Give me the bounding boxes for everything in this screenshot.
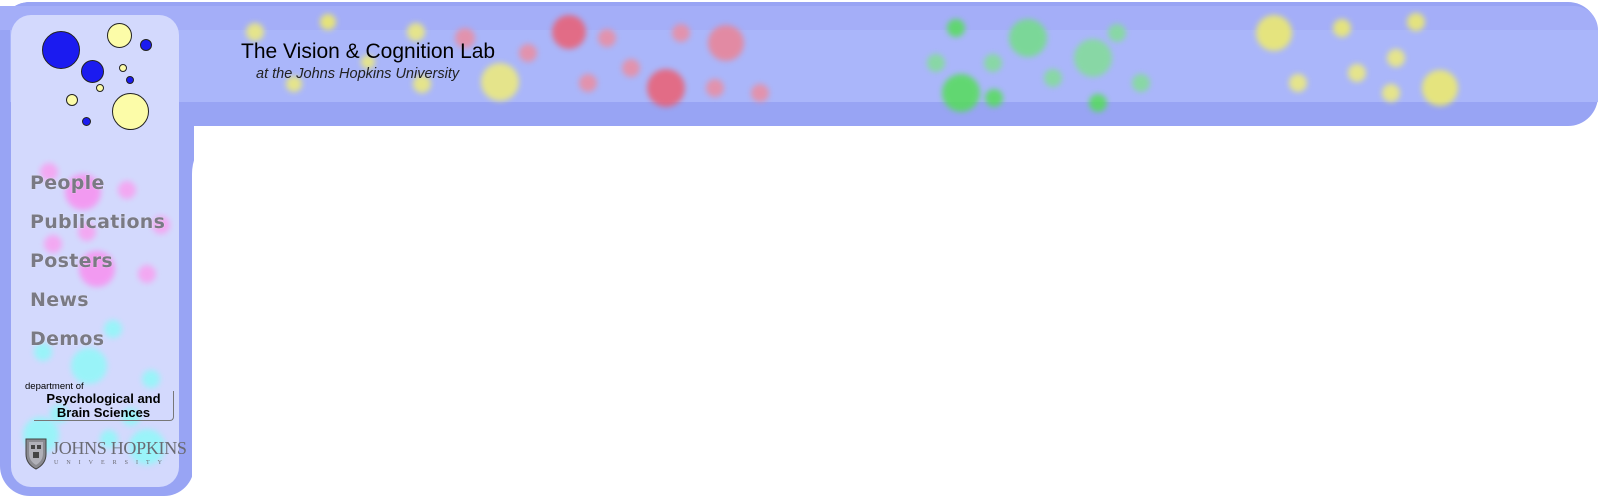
decor-bubble <box>413 75 431 93</box>
decor-bubble <box>672 24 690 42</box>
decor-bubble <box>40 163 58 181</box>
lab-title: The Vision & Cognition Lab <box>241 40 496 63</box>
header-band <box>10 30 1598 102</box>
decor-bubble <box>246 23 264 41</box>
decor-bubble <box>647 69 685 107</box>
decor-bubble <box>361 55 375 69</box>
decor-bubble <box>1256 15 1292 51</box>
decor-bubble <box>1387 49 1405 67</box>
decor-bubble <box>118 181 136 199</box>
department-name-line1: Psychological and <box>46 391 161 406</box>
decor-bubble <box>1348 64 1366 82</box>
decor-bubble <box>407 23 425 41</box>
decor-bubble <box>552 15 586 49</box>
nav-item-publications[interactable]: Publications <box>30 211 166 233</box>
bubbles-logo-icon[interactable] <box>38 22 158 132</box>
decor-bubble <box>751 84 769 102</box>
decor-bubble <box>1108 24 1126 42</box>
jhu-shield-icon <box>25 438 47 470</box>
decor-bubble <box>927 54 945 72</box>
decor-bubble <box>71 348 107 384</box>
decor-bubble <box>1382 84 1400 102</box>
decor-bubble <box>706 79 724 97</box>
decor-bubble <box>622 59 640 77</box>
decor-bubble <box>984 54 1002 72</box>
decor-bubble <box>142 370 160 388</box>
main-content <box>192 126 1600 500</box>
decor-bubble <box>1132 74 1150 92</box>
decor-bubble <box>122 408 140 426</box>
decor-bubble <box>1009 19 1047 57</box>
decor-bubble <box>481 63 519 101</box>
decor-bubble <box>1289 74 1307 92</box>
decor-bubble <box>65 174 101 210</box>
nav-item-news[interactable]: News <box>30 289 89 311</box>
decor-bubble <box>79 251 115 287</box>
decor-bubble <box>942 74 980 112</box>
decor-bubble <box>44 235 62 253</box>
decor-bubble <box>1333 19 1351 37</box>
department-link[interactable]: Psychological and Brain Sciences <box>34 391 174 421</box>
decor-bubble <box>1074 39 1112 77</box>
nav-item-people[interactable]: People <box>30 172 105 194</box>
decor-bubble <box>34 343 52 361</box>
decor-bubble <box>286 76 302 92</box>
decor-bubble <box>138 265 156 283</box>
decor-bubble <box>985 89 1003 107</box>
jhu-name: JOHNS HOPKINS <box>52 438 187 458</box>
decor-bubble <box>519 44 537 62</box>
jhu-logo-link[interactable]: JOHNS HOPKINS UNIVERSITY <box>24 436 187 470</box>
decor-bubble <box>598 29 616 47</box>
decor-bubble <box>320 14 336 30</box>
department-prefix: department of <box>25 381 84 392</box>
lab-subtitle: at the Johns Hopkins University <box>256 66 460 82</box>
decor-bubble <box>579 74 597 92</box>
decor-bubble <box>100 430 118 448</box>
decor-bubble <box>78 223 96 241</box>
nav-item-demos[interactable]: Demos <box>30 328 105 350</box>
decor-bubble <box>152 216 170 234</box>
jhu-subname: UNIVERSITY <box>54 460 170 466</box>
decor-bubble <box>1422 70 1458 106</box>
decor-bubble <box>1089 94 1107 112</box>
decor-bubble <box>455 28 475 48</box>
decor-bubble <box>129 429 165 465</box>
decor-bubble <box>708 25 744 61</box>
header-band-upper <box>0 6 1598 30</box>
department-name-line2: Brain Sciences <box>56 405 151 420</box>
decor-bubble <box>947 19 965 37</box>
decor-bubble <box>104 320 122 338</box>
decor-bubble <box>1044 69 1062 87</box>
nav-item-posters[interactable]: Posters <box>30 250 114 272</box>
decor-bubble <box>1407 13 1425 31</box>
decor-bubble <box>50 405 68 423</box>
